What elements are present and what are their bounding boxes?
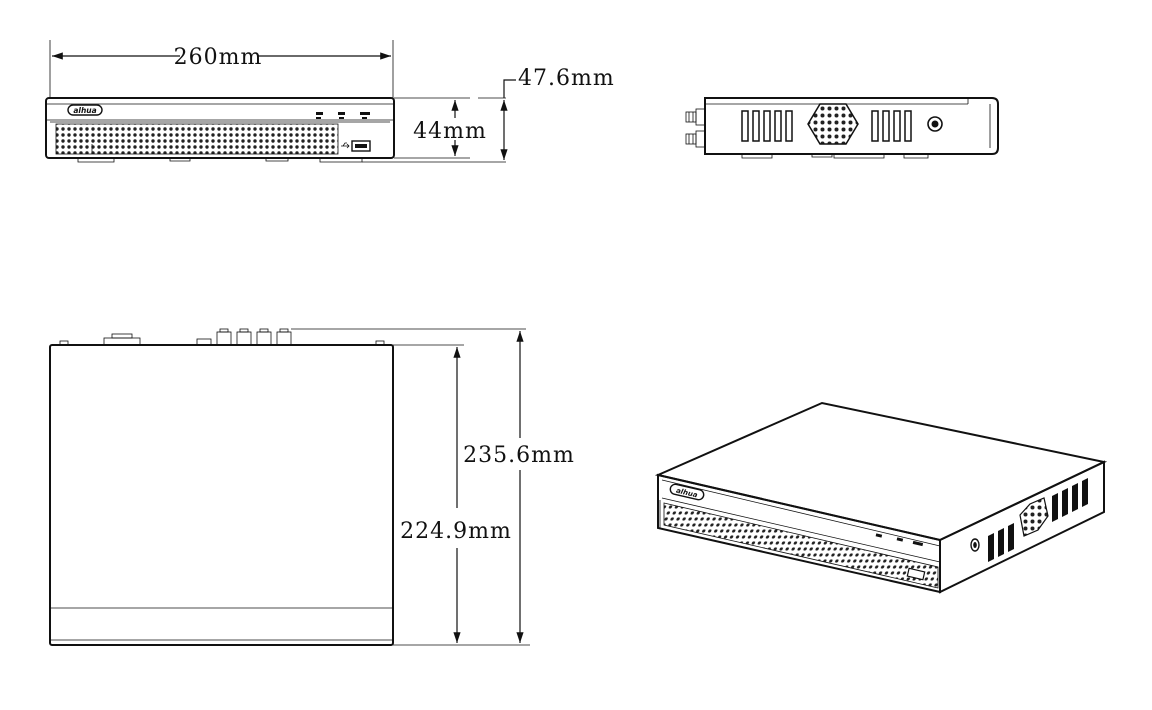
svg-text:alhua: alhua (73, 106, 96, 115)
height-dimension-label: 44mm (413, 119, 487, 144)
iso-side-vents (988, 478, 1088, 562)
height-with-feet-dimension-label: 47.6mm (518, 66, 615, 91)
front-view: 260mm alhua (45, 40, 615, 163)
depth-dimension-label: 224.9mm (400, 519, 512, 544)
side-view (685, 97, 999, 159)
brand-logo: alhua (67, 104, 103, 116)
depth-with-connectors-dimension-label: 235.6mm (463, 443, 575, 468)
rear-connectors (685, 108, 706, 148)
top-rear-connectors (59, 328, 385, 346)
iso-brand-logo: alhua (669, 483, 705, 501)
side-vent-slots-right (871, 110, 912, 142)
width-dimension-label: 260mm (174, 45, 263, 70)
fan-grille (807, 103, 859, 145)
usb-port (341, 140, 371, 152)
top-view: 224.9mm 235.6mm (49, 328, 575, 646)
iso-mesh-grille (663, 502, 939, 589)
side-vent-slots-left (741, 110, 793, 142)
isometric-view: alhua (654, 401, 1108, 594)
iso-fan-grille (1019, 497, 1049, 537)
status-indicators (316, 112, 370, 119)
front-mesh-grille (55, 123, 339, 155)
